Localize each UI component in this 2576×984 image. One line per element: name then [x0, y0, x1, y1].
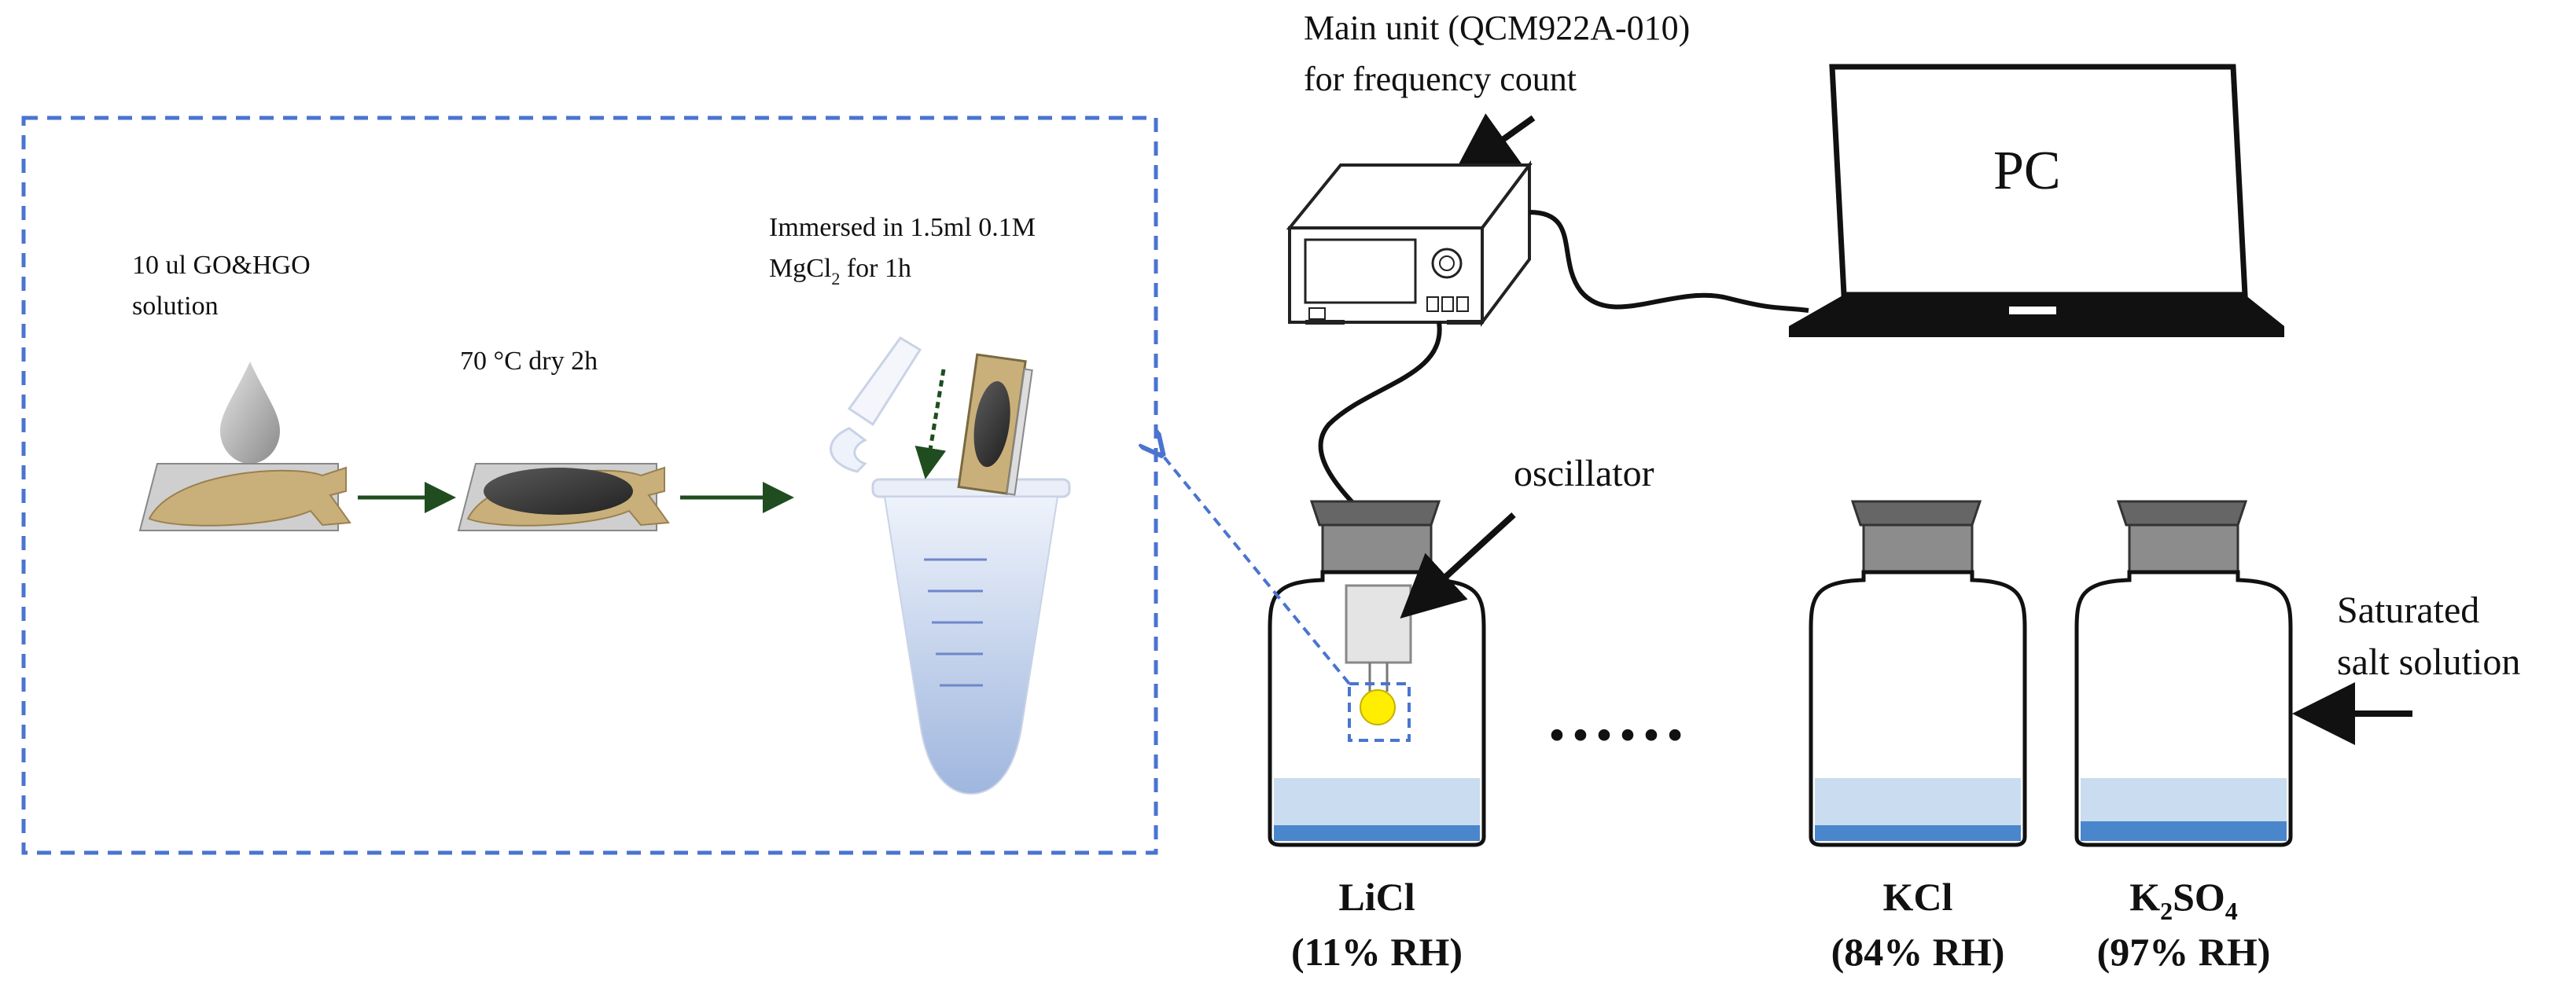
pc-laptop-icon: [1789, 64, 2284, 337]
step2-label: 70 °C dry 2h: [460, 347, 598, 376]
bottle-1-rh: (11% RH): [1291, 930, 1463, 974]
bottle-2-salt: KCl: [1883, 875, 1953, 919]
prep-dashed-box: [21, 116, 1158, 855]
saturated-label-line2: salt solution: [2337, 641, 2520, 683]
step1-label-line2: solution: [132, 292, 219, 321]
electrode-coated: [457, 463, 670, 531]
cable-to-oscillator: [1318, 321, 1442, 521]
bottle-1-salt: LiCl: [1338, 875, 1415, 919]
main-unit-pointer-arrow: [1452, 113, 1536, 176]
bottle-licl: [1268, 500, 1486, 847]
main-unit-label-line1: Main unit (QCM922A-010): [1304, 9, 1690, 47]
bottle-k2so4: [2074, 500, 2293, 847]
step1-label-line1: 10 ul GO&HGO: [132, 251, 311, 280]
oscillator-label: oscillator: [1514, 453, 1654, 494]
electrode-bare: [138, 463, 351, 531]
droplet-icon: [220, 362, 280, 464]
pc-label: PC: [1993, 141, 2061, 201]
quartz-crystal: [1360, 689, 1396, 725]
step3-label-line1: Immersed in 1.5ml 0.1M: [769, 213, 1036, 242]
zoom-link-line: [1160, 452, 1351, 685]
device-display: [1304, 238, 1417, 304]
saturated-label-line1: Saturated: [2337, 589, 2479, 631]
step3-label-line2: MgCl2 for 1h: [769, 254, 911, 288]
qcm-main-unit: [1286, 160, 1533, 327]
oscillator: [1345, 584, 1412, 742]
cable-to-pc: [1529, 210, 1809, 313]
bottle-3-rh: (97% RH): [2097, 930, 2271, 974]
bottle-kcl: [1809, 500, 2027, 847]
bottle-2-rh: (84% RH): [1831, 930, 2005, 974]
electrode-immersing: [957, 353, 1033, 496]
immerse-arrow: [914, 369, 947, 479]
oscillator-pointer-arrow: [1400, 512, 1516, 619]
more-bottles-ellipsis: ······: [1545, 696, 1687, 774]
oscillator-highlight-box: [1348, 682, 1411, 742]
centrifuge-tube: [830, 336, 1071, 795]
main-unit-label-line2: for frequency count: [1304, 60, 1577, 98]
bottle-3-salt: K2SO4: [2129, 875, 2238, 925]
